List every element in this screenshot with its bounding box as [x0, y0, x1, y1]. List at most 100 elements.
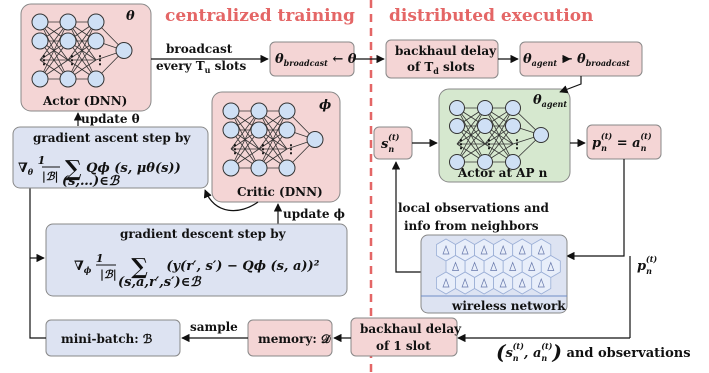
header-centralized-training: centralized training: [165, 6, 355, 26]
neuron-node: [306, 131, 324, 148]
antenna-icon: [499, 245, 507, 255]
neuron-node: [31, 32, 49, 50]
antenna-icon: [452, 261, 460, 271]
header-distributed-execution: distributed execution: [389, 6, 593, 26]
neuron-node: [449, 154, 465, 170]
neuron-node: [31, 70, 49, 88]
neuron-node: [59, 32, 77, 50]
antenna-icon: [509, 261, 517, 271]
actor-label: Actor (DNN): [42, 94, 127, 108]
agent-network-icon: ⋮ ⋮ ⋮: [449, 100, 549, 170]
actor-network-icon: ⋮ ⋮ ⋮: [31, 13, 133, 88]
actor-update-label: update θ: [81, 112, 140, 126]
neuron-node: [505, 154, 521, 170]
memory-label: memory: 𝒟: [258, 332, 331, 346]
neuron-node: [278, 121, 296, 139]
antenna-icon: [528, 261, 536, 271]
theta-agent-formula: θagent ← θbroadcast: [523, 52, 630, 68]
neuron-node: [477, 154, 493, 170]
ellipsis-dots: ⋮: [511, 137, 523, 151]
ellipsis-dots: ⋮: [229, 142, 241, 156]
ascent-sum-index: (s,…)∈ℬ: [62, 174, 121, 189]
neuron-node: [59, 70, 77, 88]
neuron-node: [477, 118, 493, 134]
action-label: pn(t) = an(t): [592, 131, 652, 153]
gradient-descent-box: gradient descent step by ∇ϕ 1 |ℬ| ∑ (y(r…: [45, 223, 348, 297]
theta-agent-to-actor-arrow: [559, 76, 582, 94]
actor-theta-symbol: θ: [126, 9, 135, 24]
state-label: sn(t): [381, 132, 400, 154]
minibatch-feedback-line: [29, 158, 46, 339]
critic-network-icon: ⋮ ⋮ ⋮: [222, 102, 324, 177]
state-box: sn(t): [373, 126, 413, 160]
minibatch-box: mini-batch: ℬ: [45, 319, 181, 357]
broadcast-label-line1: broadcast: [166, 42, 233, 56]
neuron-node: [31, 13, 49, 31]
neuron-node: [533, 127, 549, 143]
neuron-node: [477, 100, 493, 116]
ellipsis-dots: ⋮: [285, 142, 297, 156]
ellipsis-dots: ⋮: [38, 53, 50, 67]
sample-label: sample: [190, 320, 238, 334]
antenna-icon: [499, 278, 507, 288]
critic-to-ascent-arrow: [203, 189, 259, 212]
antenna-icon: [480, 245, 488, 255]
backhaul-1slot-box: backhaul delay of 1 slot: [350, 317, 462, 357]
neuron-node: [87, 13, 105, 31]
antenna-icon: [442, 278, 450, 288]
ascent-title: gradient ascent step by: [33, 131, 191, 145]
neuron-node: [278, 159, 296, 177]
ellipsis-dots: ⋮: [66, 53, 78, 67]
hex-cell: [531, 271, 552, 295]
neuron-node: [505, 118, 521, 134]
critic-dnn-box: ⋮ ⋮ ⋮ ϕ Critic (DNN): [211, 91, 341, 203]
critic-label: Critic (DNN): [237, 185, 323, 199]
antenna-icon: [461, 245, 469, 255]
antenna-icon: [537, 245, 545, 255]
antenna-icon: [518, 245, 526, 255]
neuron-node: [250, 121, 268, 139]
neuron-node: [59, 13, 77, 31]
wireless-network-box: wireless network: [420, 234, 568, 314]
neuron-node: [87, 32, 105, 50]
backhaul-td-line2: of Td slots: [407, 60, 475, 76]
neuron-node: [505, 100, 521, 116]
ellipsis-dots: ⋮: [257, 142, 269, 156]
gradient-ascent-box: gradient ascent step by ∇θ 1 |ℬ| ∑ Qϕ (s…: [12, 126, 209, 189]
neuron-node: [115, 42, 133, 59]
agent-theta-label: θagent: [533, 93, 567, 109]
ellipsis-dots: ⋮: [94, 53, 106, 67]
antenna-icon: [518, 278, 526, 288]
neuron-node: [449, 100, 465, 116]
theta-broadcast-box: θbroadcast ← θ: [269, 41, 357, 77]
descent-sum-index: (s,a,r′,s′)∈ℬ: [118, 275, 202, 290]
neuron-node: [222, 102, 240, 120]
broadcast-label-line2: every Tu slots: [156, 59, 247, 75]
p-label: pn(t): [637, 254, 657, 276]
ascent-formula: ∇θ 1 |ℬ| ∑ Qϕ (s, μθ(s)): [18, 153, 181, 184]
memory-box: memory: 𝒟: [247, 319, 333, 357]
wireless-to-state-arrow: [391, 161, 421, 273]
actor-dnn-box: ⋮ ⋮ ⋮ θ Actor (DNN): [20, 3, 152, 112]
ellipsis-dots: ⋮: [483, 137, 495, 151]
neuron-node: [222, 121, 240, 139]
neuron-node: [250, 102, 268, 120]
neuron-node: [278, 102, 296, 120]
local-obs-line2: info from neighbors: [404, 219, 539, 233]
theta-broadcast-formula: θbroadcast ← θ: [275, 52, 357, 68]
wireless-network-label: wireless network: [451, 299, 566, 313]
theta-agent-box: θagent ← θbroadcast: [519, 41, 643, 77]
ellipsis-dots: ⋮: [455, 137, 467, 151]
neuron-node: [87, 70, 105, 88]
descent-formula: ∇ϕ 1 |ℬ| ∑ (y(r′, s′) − Qϕ (s, a))²: [74, 251, 320, 282]
agent-actor-box: ⋮⋮⋮ θagent Actor at AP n: [438, 88, 571, 183]
neuron-node: [222, 159, 240, 177]
hexagon-cell-grid-icon: [436, 238, 561, 295]
descent-title: gradient descent step by: [120, 227, 287, 241]
critic-phi-symbol: ϕ: [319, 98, 331, 113]
local-obs-line1: local observations and: [398, 201, 550, 215]
antenna-icon: [471, 261, 479, 271]
antenna-icon: [547, 261, 555, 271]
antenna-icon: [537, 278, 545, 288]
